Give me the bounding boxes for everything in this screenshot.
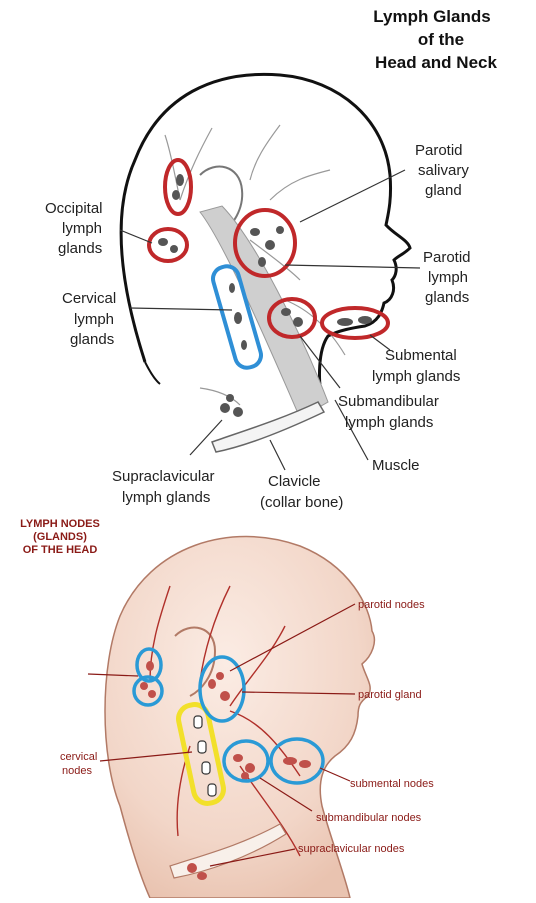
label-submandibular-1: Submandibular bbox=[338, 393, 439, 410]
bottom-title-line-2: (GLANDS) bbox=[33, 531, 87, 543]
label-muscle: Muscle bbox=[372, 457, 420, 474]
label-parotid-gland: parotid gland bbox=[358, 689, 422, 701]
label-supraclavicular-2: lymph glands bbox=[122, 489, 210, 506]
label-occipital-1: Occipital bbox=[45, 200, 103, 217]
top-diagram-svg: Lymph Glands of the Head and Neck Paroti… bbox=[0, 0, 536, 512]
bottom-title-line-3: OF THE HEAD bbox=[23, 544, 98, 556]
top-title-line-3: Head and Neck bbox=[375, 53, 497, 72]
label-parotid-salivary-1: Parotid bbox=[415, 142, 463, 159]
label-occipital-3: glands bbox=[58, 240, 102, 257]
label-cervical-1: cervical bbox=[60, 751, 97, 763]
label-parotid-salivary-3: gland bbox=[425, 182, 462, 199]
label-cervical-2: nodes bbox=[62, 765, 92, 777]
label-parotid-lymph-2: lymph bbox=[428, 269, 468, 286]
bottom-diagram-svg: LYMPH NODES (GLANDS) OF THE HEAD parotid… bbox=[0, 506, 536, 898]
top-lymph-diagram: Lymph Glands of the Head and Neck Paroti… bbox=[0, 0, 536, 512]
bottom-title-line-1: LYMPH NODES bbox=[20, 518, 100, 530]
occipital-upper-circle bbox=[165, 160, 191, 214]
label-submental-2: lymph glands bbox=[372, 368, 460, 385]
label-submandibular-2: lymph glands bbox=[345, 414, 433, 431]
label-parotid-lymph-1: Parotid bbox=[423, 249, 471, 266]
label-clavicle-1: Clavicle bbox=[268, 473, 321, 490]
label-parotid-lymph-3: glands bbox=[425, 289, 469, 306]
label-occipital-2: lymph bbox=[62, 220, 102, 237]
label-supraclavicular-1: Supraclavicular bbox=[112, 468, 215, 485]
head-outline bbox=[121, 74, 410, 400]
label-cervical-2: lymph bbox=[74, 311, 114, 328]
submental-circle bbox=[322, 308, 388, 338]
top-title-line-2: of the bbox=[418, 30, 464, 49]
label-cervical-3: glands bbox=[70, 331, 114, 348]
label-parotid-salivary-2: salivary bbox=[418, 162, 469, 179]
occipital-lower-circle bbox=[149, 229, 187, 261]
label-cervical-1: Cervical bbox=[62, 290, 116, 307]
label-parotid-nodes: parotid nodes bbox=[358, 599, 425, 611]
label-submental-1: Submental bbox=[385, 347, 457, 364]
neck-back-line bbox=[145, 362, 160, 384]
label-submental-nodes: submental nodes bbox=[350, 778, 434, 790]
neck-muscle bbox=[200, 206, 328, 418]
label-supraclavicular-nodes: supraclavicular nodes bbox=[298, 843, 405, 855]
label-submandibular-nodes: submandibular nodes bbox=[316, 812, 422, 824]
top-title-line-1: Lymph Glands bbox=[373, 7, 490, 26]
bottom-lymph-diagram: LYMPH NODES (GLANDS) OF THE HEAD parotid… bbox=[0, 506, 536, 898]
